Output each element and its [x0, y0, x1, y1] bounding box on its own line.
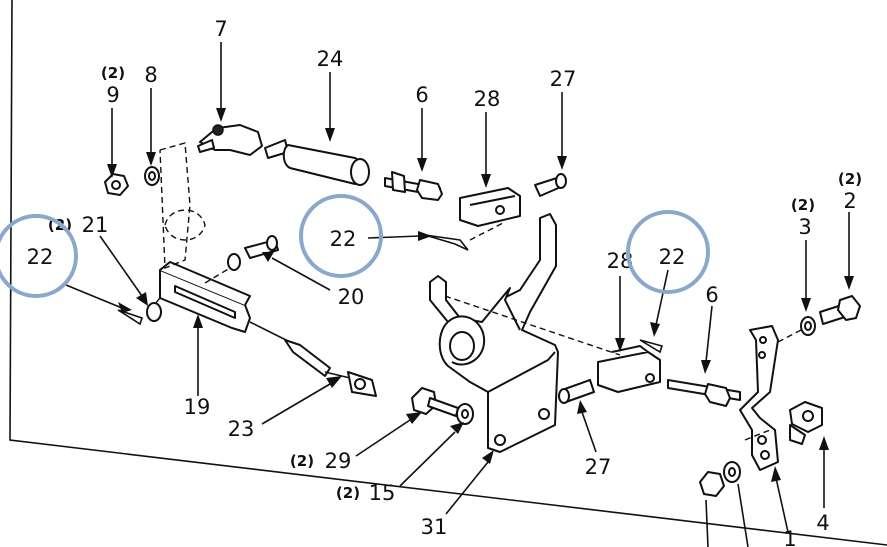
- centerline-19: [204, 267, 231, 284]
- centerline-housing: [444, 295, 621, 356]
- part-27-pin-lower: [558, 379, 595, 404]
- part-7-rod-end: [197, 124, 263, 156]
- callout-21: 21: [82, 213, 109, 237]
- callout-8: 8: [144, 63, 157, 87]
- callout-labels: 7 24 6 28 27 (2) 9 8 (2) 21 22 22 20 19 …: [27, 17, 862, 547]
- callout-4: 4: [816, 511, 829, 535]
- part-31-bracket-housing: [429, 213, 559, 453]
- callout-1: 1: [783, 527, 796, 547]
- part-22-cotter-pin-c: [639, 339, 664, 354]
- qty-29: (2): [290, 452, 314, 470]
- part-1-link-arm: [739, 325, 779, 471]
- part-8-washer: [144, 166, 160, 186]
- part-2-bolt: [819, 295, 861, 325]
- callout-27-upper: 27: [550, 67, 577, 91]
- callout-7: 7: [214, 17, 227, 41]
- part-15-washer: [456, 403, 474, 425]
- callout-27-lower: 27: [585, 455, 612, 479]
- qty-2: (2): [838, 170, 862, 188]
- highlight-circles: [0, 194, 710, 298]
- callout-19: 19: [184, 395, 211, 419]
- part-19-clevis-plate: [159, 261, 251, 333]
- callout-20: 20: [338, 285, 365, 309]
- part-24-sleeve: [264, 139, 370, 186]
- part-21-washer: [146, 302, 162, 322]
- part-28-clevis-upper: [459, 187, 521, 227]
- part-27-pin-upper: [534, 173, 567, 197]
- highlight-circle-right: [626, 210, 710, 294]
- part-23-cable: [249, 321, 377, 397]
- part-20-pin: [227, 235, 279, 271]
- centerline-link-bottom: [744, 429, 771, 441]
- page-border: [9, 0, 887, 546]
- callout-22-left: 22: [27, 245, 54, 269]
- callout-15: 15: [369, 481, 396, 505]
- part-6-bolt-upper: [384, 171, 443, 201]
- callout-31: 31: [421, 515, 448, 539]
- qty-15: (2): [336, 484, 360, 502]
- part-washer-lower-right: [723, 461, 741, 483]
- callout-22-right: 22: [659, 245, 686, 269]
- callout-9: 9: [106, 83, 119, 107]
- highlight-circle-mid: [299, 194, 383, 278]
- part-6-bolt-lower: [667, 379, 741, 407]
- part-28-clevis-lower: [597, 345, 661, 393]
- part-3-washer: [800, 316, 816, 336]
- centerline-22a: [469, 221, 506, 241]
- callout-6-lower: 6: [705, 283, 718, 307]
- qty-3: (2): [791, 196, 815, 214]
- callout-22-mid: 22: [330, 227, 357, 251]
- callout-2: 2: [843, 189, 856, 213]
- callout-23: 23: [228, 417, 255, 441]
- callout-28-upper: 28: [474, 87, 501, 111]
- qty-9: (2): [101, 64, 125, 82]
- part-nut-lower-right: [699, 471, 725, 497]
- hidden-bracket: [159, 142, 191, 270]
- part-9-nut: [104, 173, 129, 196]
- part-4-rod-end: [789, 401, 823, 445]
- part-22-cotter-pin-a: [424, 234, 469, 251]
- callout-6-upper: 6: [415, 83, 428, 107]
- callout-3: 3: [798, 215, 811, 239]
- centerline-link-top: [777, 327, 806, 343]
- callout-29: 29: [325, 449, 352, 473]
- part-22-cotter-pin-b: [117, 309, 144, 326]
- callout-24: 24: [317, 47, 344, 71]
- highlight-circle-left: [0, 214, 78, 298]
- part-29-bolt: [411, 387, 459, 417]
- hidden-bracket-eye: [164, 209, 206, 241]
- leader-lines: [65, 42, 854, 547]
